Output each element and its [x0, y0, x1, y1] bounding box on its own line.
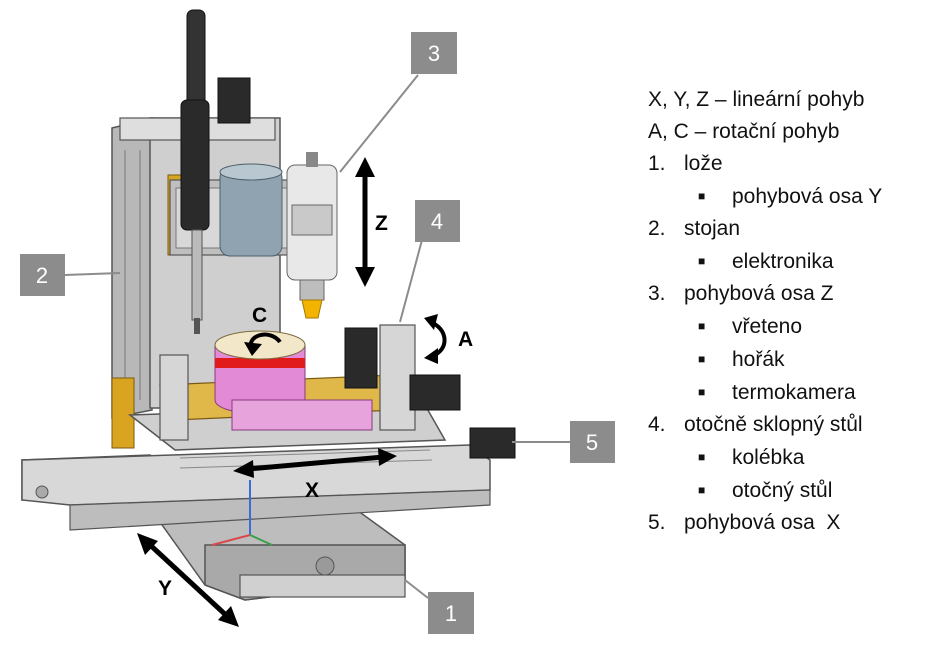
callout-2: 2: [20, 254, 65, 296]
tilting-rotary-table: [127, 324, 461, 451]
callout-4: 4: [415, 200, 460, 242]
callout-5: 5: [570, 421, 615, 463]
svg-text:1: 1: [445, 601, 457, 626]
z-axis-arrow: Z: [355, 157, 388, 287]
svg-text:5: 5: [586, 430, 598, 455]
torch: [180, 9, 210, 334]
legend-subitem: ■pohybová osa Y: [648, 180, 918, 213]
bullet-icon: ■: [698, 319, 706, 333]
legend-subitem: ■vřeteno: [648, 310, 918, 343]
legend-subitem: ■otočný stůl: [648, 474, 918, 507]
machine-bed: [153, 504, 406, 601]
legend-subitem: ■termokamera: [648, 376, 918, 409]
bullet-icon: ■: [698, 450, 706, 464]
legend-subitem: ■kolébka: [648, 441, 918, 474]
legend: X, Y, Z – lineární pohyb A, C – rotační …: [648, 84, 918, 539]
svg-text:2: 2: [36, 263, 48, 288]
axis-arrows: Z X Y A C: [137, 157, 473, 627]
legend-item-1: 1.lože: [648, 152, 723, 175]
bullet-icon: ■: [698, 254, 706, 268]
legend-item-5: 5.pohybová osa X: [648, 511, 841, 534]
x-axis-arrow: X: [233, 448, 397, 502]
machine-illustration: [21, 9, 516, 601]
c-axis-label: C: [252, 304, 267, 327]
svg-text:3: 3: [428, 41, 440, 66]
legend-linear-motion: X, Y, Z – lineární pohyb: [648, 88, 865, 111]
y-axis-label: Y: [158, 577, 172, 600]
legend-item-3: 3.pohybová osa Z: [648, 282, 834, 305]
y-axis-arrow: Y: [137, 533, 239, 627]
bullet-icon: ■: [698, 385, 706, 399]
bullet-icon: ■: [698, 483, 706, 497]
callout-1: 1: [428, 592, 474, 634]
thermal-camera: [219, 163, 283, 257]
callout-3: 3: [411, 32, 457, 74]
a-axis-arrow: A: [424, 314, 473, 364]
bullet-icon: ■: [698, 352, 706, 366]
z-axis-carriage: [169, 9, 338, 334]
legend-subitem: ■hořák: [648, 343, 918, 376]
spindle: [286, 152, 338, 319]
turntable: [214, 330, 373, 431]
legend-rotary-motion: A, C – rotační pohyb: [648, 120, 840, 143]
c-axis-arrow: C: [244, 304, 282, 356]
callout-leaders: [64, 74, 570, 599]
legend-subitem: ■elektronika: [648, 245, 918, 278]
x-axis-label: X: [305, 479, 319, 502]
z-axis-label: Z: [375, 212, 388, 235]
legend-item-4: 4.otočně sklopný stůl: [648, 413, 863, 436]
svg-text:4: 4: [431, 209, 443, 234]
legend-item-2: 2.stojan: [648, 217, 741, 240]
a-axis-label: A: [458, 328, 473, 351]
bullet-icon: ■: [698, 189, 706, 203]
